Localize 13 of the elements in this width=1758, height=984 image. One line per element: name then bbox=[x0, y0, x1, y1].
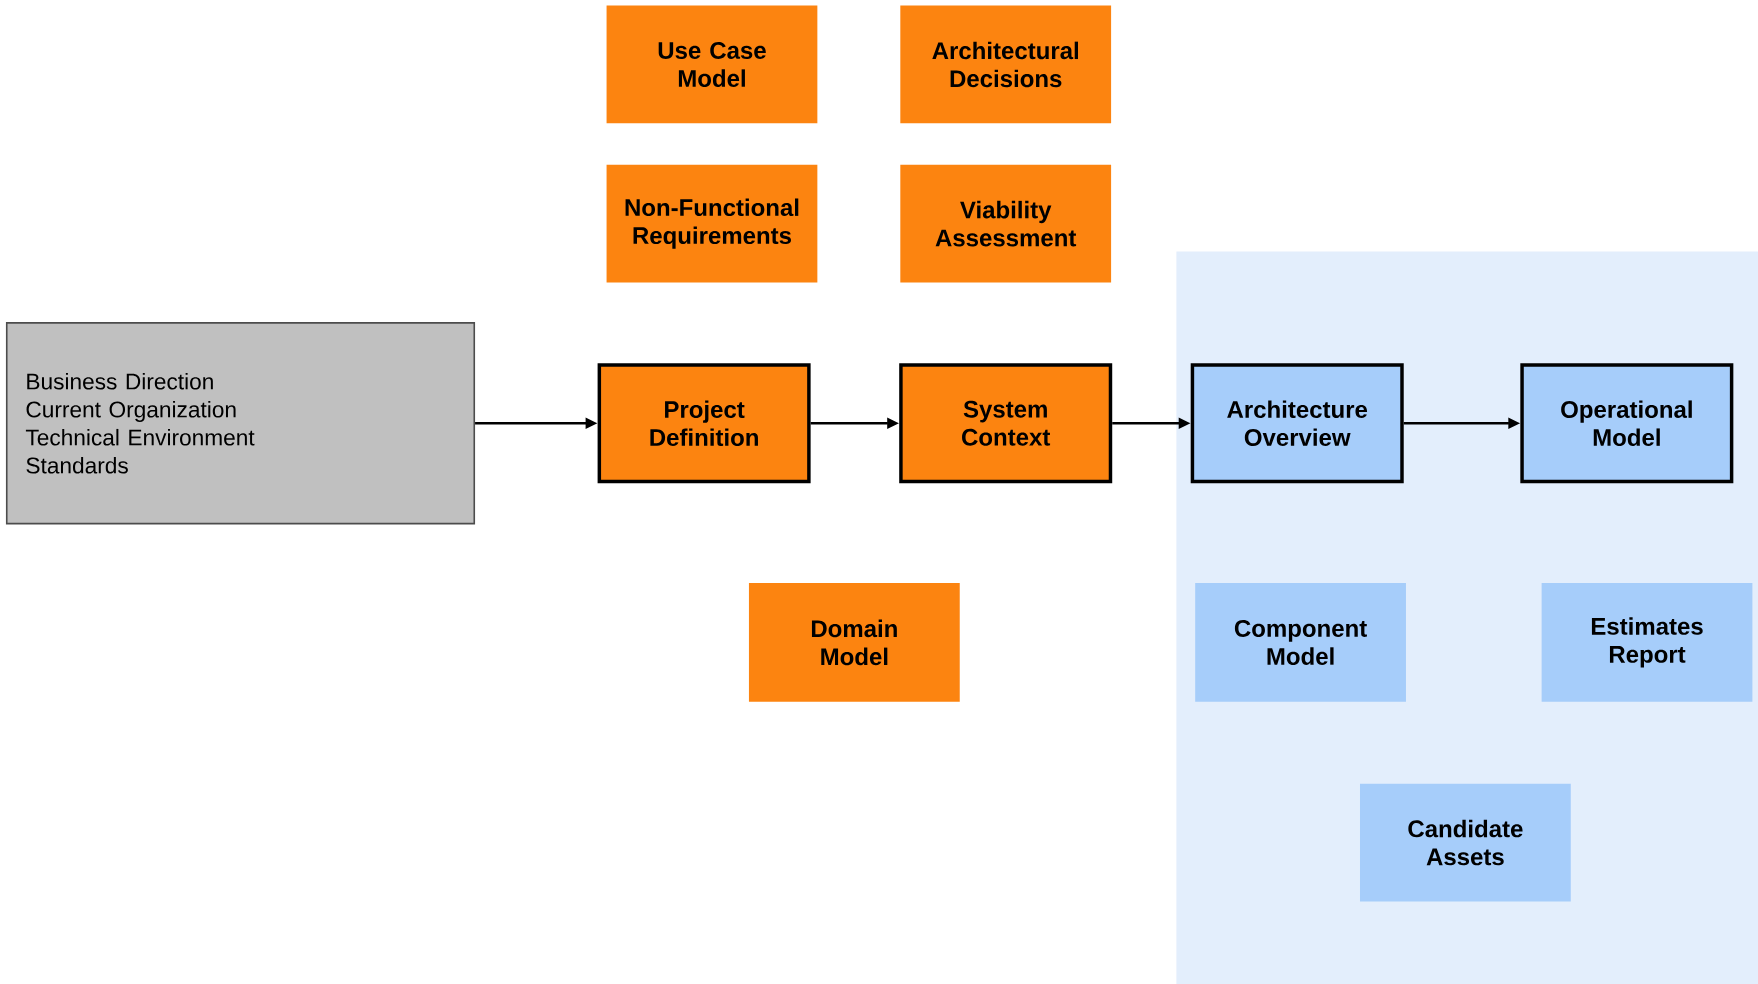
artifact-box: Non-Functional Requirements bbox=[606, 164, 818, 283]
input-box: Business Direction Current Organization Technical Environment Standards bbox=[5, 322, 476, 525]
artifact-box: Component Model bbox=[1195, 583, 1406, 702]
artifact-box: Estimates Report bbox=[1541, 583, 1753, 702]
artifact-box: Candidate Assets bbox=[1360, 783, 1571, 902]
artifact-box: Use Case Model bbox=[606, 5, 818, 124]
process-box: Architecture Overview bbox=[1190, 363, 1404, 484]
artifact-box: Viability Assessment bbox=[900, 164, 1112, 283]
artifact-box: Architectural Decisions bbox=[900, 5, 1112, 124]
process-box: Project Definition bbox=[597, 363, 811, 484]
process-box: System Context bbox=[899, 363, 1113, 484]
artifact-box: Domain Model bbox=[748, 583, 960, 702]
process-box: Operational Model bbox=[1520, 363, 1734, 484]
